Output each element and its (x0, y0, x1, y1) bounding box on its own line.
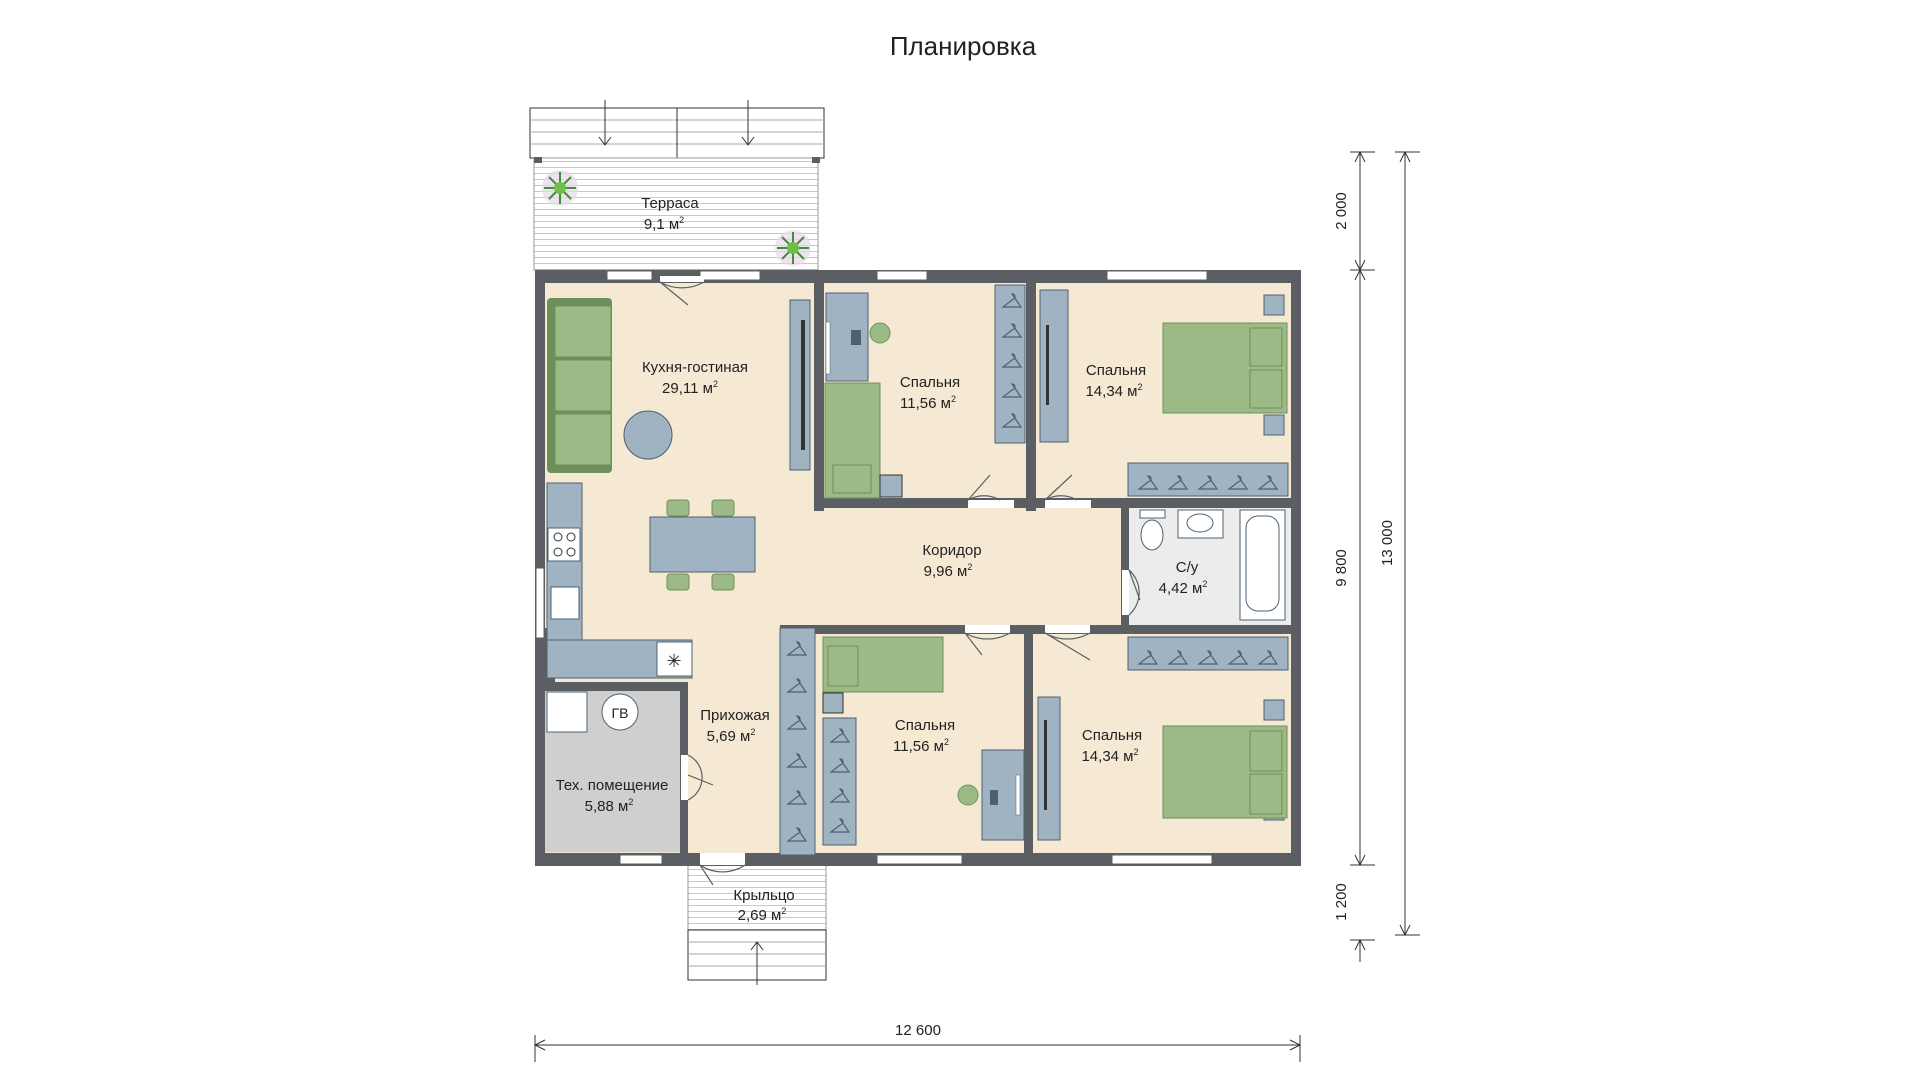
tech-room-name: Тех. помещение (556, 777, 669, 794)
kitchen-furniture: ✳ (546, 298, 811, 679)
bedroom-3-furniture (822, 636, 1025, 846)
svg-text:14,34 м2: 14,34 м2 (1085, 382, 1142, 400)
terrace-name: Терраса (641, 195, 699, 212)
kitchen-name: Кухня-гостиная (642, 359, 748, 376)
svg-text:14,34 м2: 14,34 м2 (1081, 747, 1138, 765)
bedroom-1-area: 11,56 м (900, 395, 951, 412)
room-labels: Кухня-гостиная 29,11 м2 Спальня 11,56 м2… (556, 359, 1208, 815)
bedroom-2-area: 14,34 м (1085, 383, 1137, 400)
svg-text:11,56 м2: 11,56 м2 (893, 737, 949, 755)
windows (535, 270, 1213, 865)
total-depth-dimension: 13 000 (1379, 520, 1396, 566)
page-title: Планировка (890, 31, 1037, 61)
bedroom-4-furniture (1037, 636, 1289, 841)
svg-text:5,69 м2: 5,69 м2 (707, 727, 756, 745)
kitchen-area-sup: 2 (713, 379, 718, 389)
stair-arrow-icon (598, 100, 755, 146)
sofa (547, 298, 612, 473)
bedroom-1-furniture (824, 284, 1026, 499)
svg-text:4,42 м2: 4,42 м2 (1159, 579, 1208, 597)
bedroom-2-area-sup: 2 (1138, 382, 1143, 392)
tech-room-area-sup: 2 (628, 797, 633, 807)
kitchen-area: 29,11 м (662, 380, 713, 397)
svg-text:2,69 м2: 2,69 м2 (738, 906, 787, 924)
terrace-depth-dimension: 2 000 (1333, 192, 1350, 230)
bathroom-name: С/у (1176, 559, 1199, 576)
boiler-label: ГВ (612, 705, 629, 721)
hall-area: 5,69 м (707, 728, 751, 745)
bedroom-2-furniture (1039, 289, 1289, 497)
boiler-icon (601, 693, 639, 731)
terrace: Терраса 9,1 м2 (529, 100, 825, 271)
bedroom-3-area-sup: 2 (944, 737, 949, 747)
terrace-area: 9,1 м (644, 216, 679, 233)
bedroom-4-area: 14,34 м (1081, 748, 1133, 765)
porch-name: Крыльцо (733, 887, 794, 904)
bathroom-area: 4,42 м (1159, 580, 1203, 597)
tech-room-fixtures: ГВ (546, 691, 639, 733)
bedroom-1-name: Спальня (900, 374, 960, 391)
corridor-area: 9,96 м (924, 563, 968, 580)
bedroom-2-name: Спальня (1086, 362, 1146, 379)
kitchen-counter: ✳ (546, 482, 693, 679)
corridor-name: Коридор (922, 542, 981, 559)
porch-area: 2,69 м (738, 907, 782, 924)
bedroom-3-area: 11,56 м (893, 738, 944, 755)
svg-text:11,56 м2: 11,56 м2 (900, 394, 956, 412)
bedroom-4-area-sup: 2 (1134, 747, 1139, 757)
bathroom-fixtures (1139, 509, 1286, 621)
plant-icon (775, 230, 811, 266)
plant-icon (542, 170, 578, 206)
porch-depth-dimension: 1 200 (1333, 883, 1350, 921)
width-dimension: 12 600 (895, 1022, 941, 1039)
fan-icon: ✳ (666, 651, 681, 671)
corridor-area-sup: 2 (967, 562, 972, 572)
hall-furniture (779, 627, 816, 856)
terrace-area-sup: 2 (679, 215, 684, 225)
hall-name: Прихожая (700, 707, 770, 724)
porch: Крыльцо 2,69 м2 (687, 864, 827, 985)
doors (659, 276, 1141, 886)
svg-text:9,96 м2: 9,96 м2 (924, 562, 973, 580)
porch-area-sup: 2 (781, 906, 786, 916)
round-table (623, 410, 673, 460)
svg-text:29,11 м2: 29,11 м2 (662, 379, 718, 397)
dining-set (649, 499, 756, 591)
hall-area-sup: 2 (750, 727, 755, 737)
dimensions (533, 150, 1420, 1062)
bedroom-1-area-sup: 2 (951, 394, 956, 404)
svg-text:9,1 м2: 9,1 м2 (644, 215, 684, 233)
bedroom-3-name: Спальня (895, 717, 955, 734)
tech-room-area: 5,88 м (585, 798, 629, 815)
stair-arrow-icon (750, 941, 764, 985)
bedroom-4-name: Спальня (1082, 727, 1142, 744)
svg-text:5,88 м2: 5,88 м2 (585, 797, 634, 815)
bathroom-area-sup: 2 (1202, 579, 1207, 589)
tv-stand (789, 299, 811, 471)
house-depth-dimension: 9 800 (1333, 549, 1350, 587)
